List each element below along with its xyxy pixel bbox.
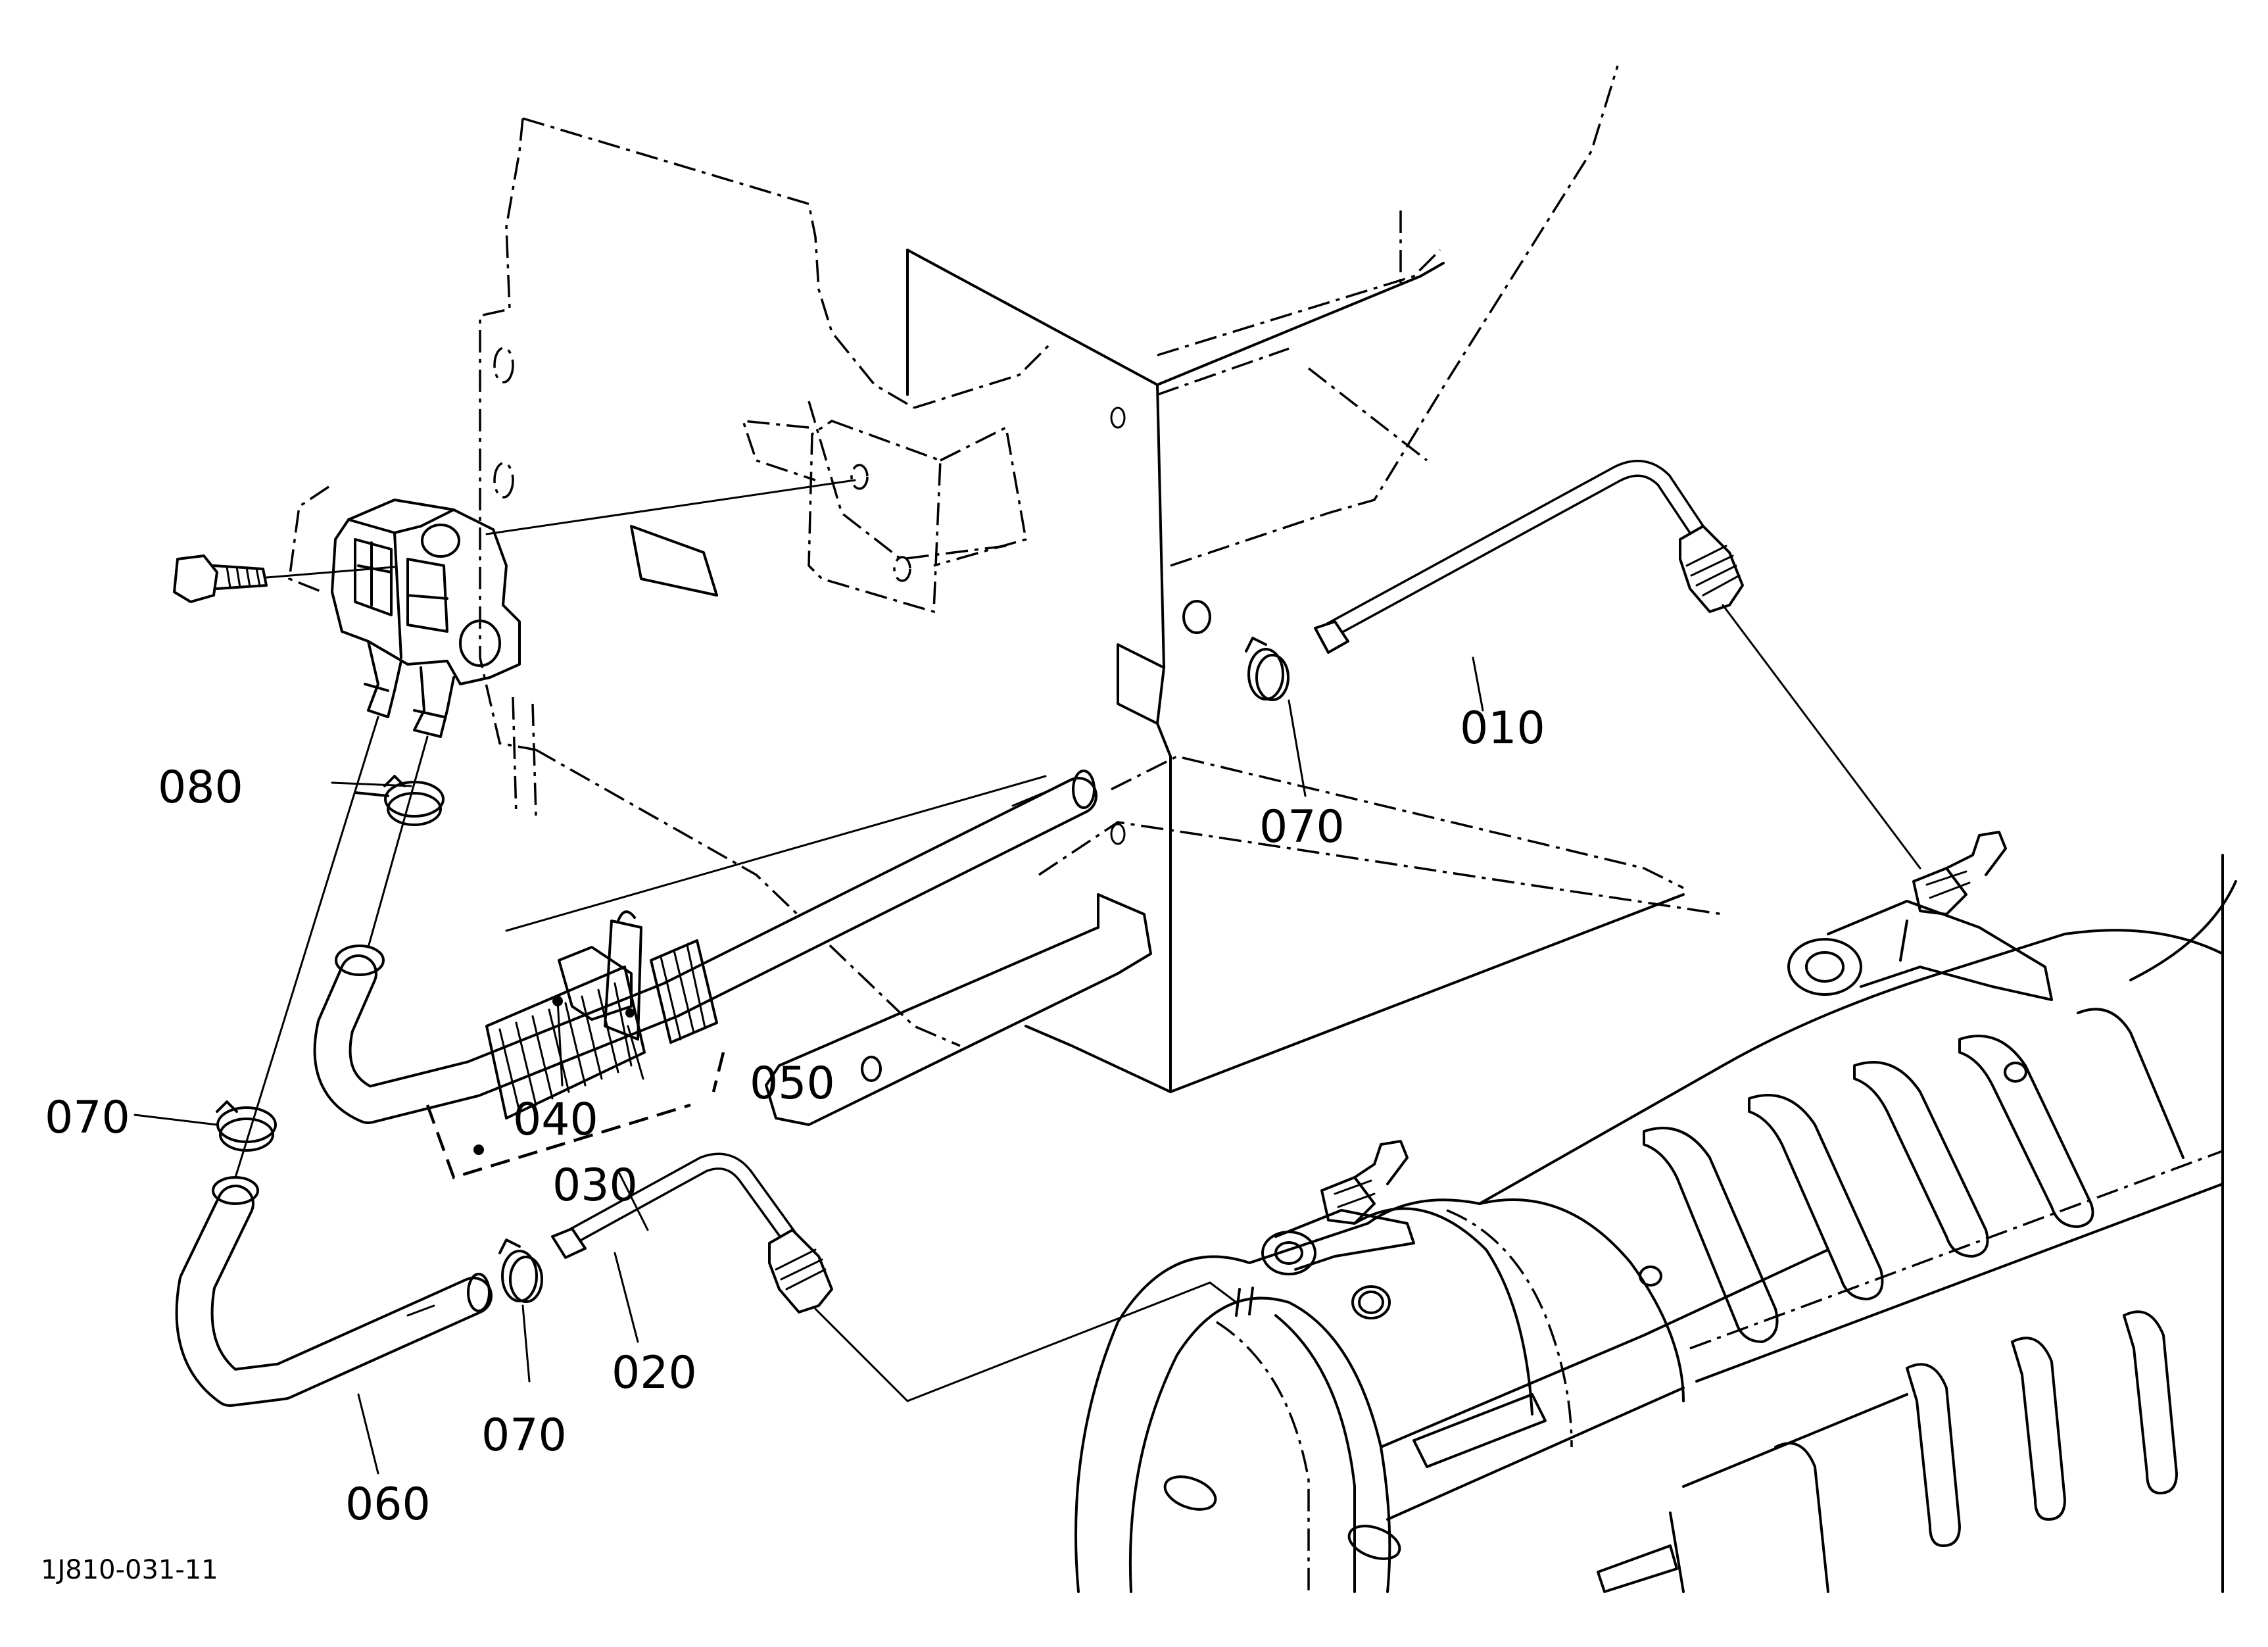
leader-group-top — [505, 775, 1047, 932]
hose-030 — [313, 770, 1098, 1124]
pressure-sensor — [173, 485, 521, 738]
leader-pipe-020-to-engine — [814, 1281, 1238, 1402]
clamp-070-lower — [498, 1239, 543, 1303]
pipe-010 — [1314, 460, 1744, 654]
callout-070-lower: 070 — [481, 1410, 567, 1462]
leader-bolt — [265, 566, 396, 579]
callout-020: 020 — [612, 1347, 697, 1399]
callout-leaders — [133, 656, 1484, 1475]
pipe-020 — [551, 1152, 833, 1314]
callout-030: 030 — [552, 1160, 638, 1212]
callout-010: 010 — [1460, 702, 1545, 754]
clamp-080 — [354, 775, 445, 826]
hose-060 — [175, 1176, 493, 1407]
leader-nipple-a — [234, 716, 379, 1179]
clamp-070-upper — [1245, 637, 1290, 701]
frame-phantom-outline — [479, 65, 1724, 1047]
protector-040 — [485, 939, 718, 1119]
leader-pipe-010-to-engine — [1722, 604, 1921, 870]
callout-060: 060 — [345, 1479, 431, 1531]
callout-080: 080 — [158, 762, 243, 814]
transmission-housing — [1074, 831, 2237, 1593]
sensor-bracket — [630, 420, 1027, 614]
callout-070-upper: 070 — [1259, 801, 1345, 853]
figure-reference: 1J810-031-11 — [41, 1555, 218, 1585]
group-bracket-030 — [425, 1052, 725, 1179]
callout-050: 050 — [750, 1058, 835, 1110]
callout-070-left: 070 — [45, 1092, 130, 1144]
mounting-plate — [765, 249, 1685, 1126]
callout-040: 040 — [513, 1094, 598, 1146]
clamp-070-left — [216, 1100, 277, 1152]
leader-nipple-b — [367, 735, 429, 948]
leader-sensor-bracket — [485, 479, 856, 535]
clamp-050 — [558, 910, 642, 1041]
